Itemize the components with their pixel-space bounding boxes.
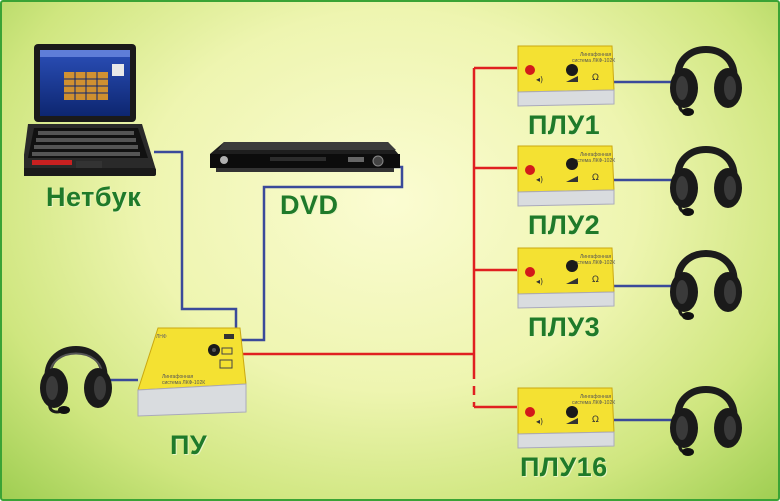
label-plu16: ПЛУ16 xyxy=(520,452,608,482)
svg-text:Лингафонная: Лингафонная xyxy=(580,52,612,58)
svg-text:система ЛКФ-102К: система ЛКФ-102К xyxy=(572,58,615,64)
pu-unit-icon: ЛНФ Лингафонная система ЛКФ-102К xyxy=(137,327,247,417)
svg-text:ЛНФ: ЛНФ xyxy=(156,334,167,340)
wire-netbook-pu xyxy=(154,150,238,334)
label-plu3: ПЛУ3 xyxy=(528,312,601,342)
svg-text:Ω: Ω xyxy=(592,275,599,285)
svg-text:Лингафонная: Лингафонная xyxy=(580,394,612,400)
label-plu2: ПЛУ2 xyxy=(528,210,601,240)
plu3-unit-icon: Лингафонная система ЛКФ-102К ◂) Ω xyxy=(517,247,615,309)
plu3-headphones-icon xyxy=(670,250,742,320)
plu16-headphones-icon xyxy=(670,386,742,456)
label-netbook: Нетбук xyxy=(46,182,142,212)
svg-text:◂): ◂) xyxy=(536,75,543,84)
svg-text:Лингафонная: Лингафонная xyxy=(580,152,612,158)
svg-text:◂): ◂) xyxy=(536,277,543,286)
plu2-unit-icon: Лингафонная система ЛКФ-102К ◂) Ω xyxy=(517,145,615,207)
plu1-unit-icon: Лингафонная система ЛКФ-102К ◂) Ω xyxy=(517,45,615,107)
svg-text:Ω: Ω xyxy=(592,415,599,425)
plu2-headphones-icon xyxy=(670,146,742,216)
svg-text:система ЛКФ-102К: система ЛКФ-102К xyxy=(572,260,615,266)
plu16-unit-icon: Лингафонная система ЛКФ-102К ◂) Ω xyxy=(517,387,615,449)
svg-text:◂): ◂) xyxy=(536,417,543,426)
label-pu: ПУ xyxy=(170,430,208,460)
svg-text:Ω: Ω xyxy=(592,173,599,183)
pu-headphones-icon xyxy=(40,346,112,414)
svg-text:система ЛКФ-102К: система ЛКФ-102К xyxy=(572,158,615,164)
plu1-headphones-icon xyxy=(670,46,742,116)
svg-text:Ω: Ω xyxy=(592,73,599,83)
svg-text:система ЛКФ-102К: система ЛКФ-102К xyxy=(572,400,615,406)
label-plu1: ПЛУ1 xyxy=(528,110,601,140)
svg-text:◂): ◂) xyxy=(536,175,543,184)
svg-text:Лингафонная: Лингафонная xyxy=(162,374,194,380)
svg-text:система ЛКФ-102К: система ЛКФ-102К xyxy=(162,380,205,386)
netbook-icon xyxy=(24,44,156,176)
svg-text:Лингафонная: Лингафонная xyxy=(580,254,612,260)
label-dvd: DVD xyxy=(280,190,339,220)
dvd-player-icon xyxy=(210,142,400,172)
